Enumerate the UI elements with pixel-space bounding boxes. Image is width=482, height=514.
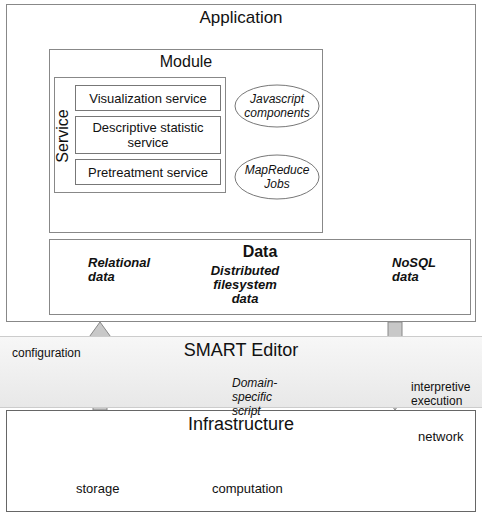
panel-title: Service	[53, 106, 73, 166]
panel-title: Module	[50, 53, 322, 71]
service-box: Descriptive statistic service	[75, 116, 221, 154]
component-ellipse: Javascript components	[234, 84, 320, 128]
module-panel: ModuleService Visualization serviceDescri…	[49, 49, 323, 233]
script-label: Domain-specific script	[232, 376, 294, 418]
infrastructure-panel: Infrastructure	[6, 410, 476, 512]
panel-title: Application	[7, 8, 475, 28]
box-text: Descriptive statistic service	[76, 120, 220, 150]
box-text: Pretreatment service	[84, 165, 212, 180]
arrow-label: configuration	[12, 346, 86, 360]
box-text: Javascript components	[234, 92, 320, 120]
service-group: Service Visualization serviceDescriptive …	[54, 77, 226, 193]
box-text: MapReduce Jobs	[234, 163, 320, 191]
data-label: Relational data	[88, 256, 158, 284]
data-label: NoSQL data	[392, 256, 438, 284]
infra-label: computation	[212, 482, 292, 496]
infra-label: storage	[76, 482, 126, 496]
box-text: Visualization service	[85, 91, 211, 106]
arrow-label: interpretive execution	[411, 380, 477, 408]
infra-label: network	[418, 430, 474, 444]
service-box: Pretreatment service	[75, 159, 221, 185]
data-label: Distributed filesystem data	[200, 264, 290, 306]
component-ellipse: MapReduce Jobs	[234, 154, 320, 200]
service-box: Visualization service	[75, 85, 221, 111]
